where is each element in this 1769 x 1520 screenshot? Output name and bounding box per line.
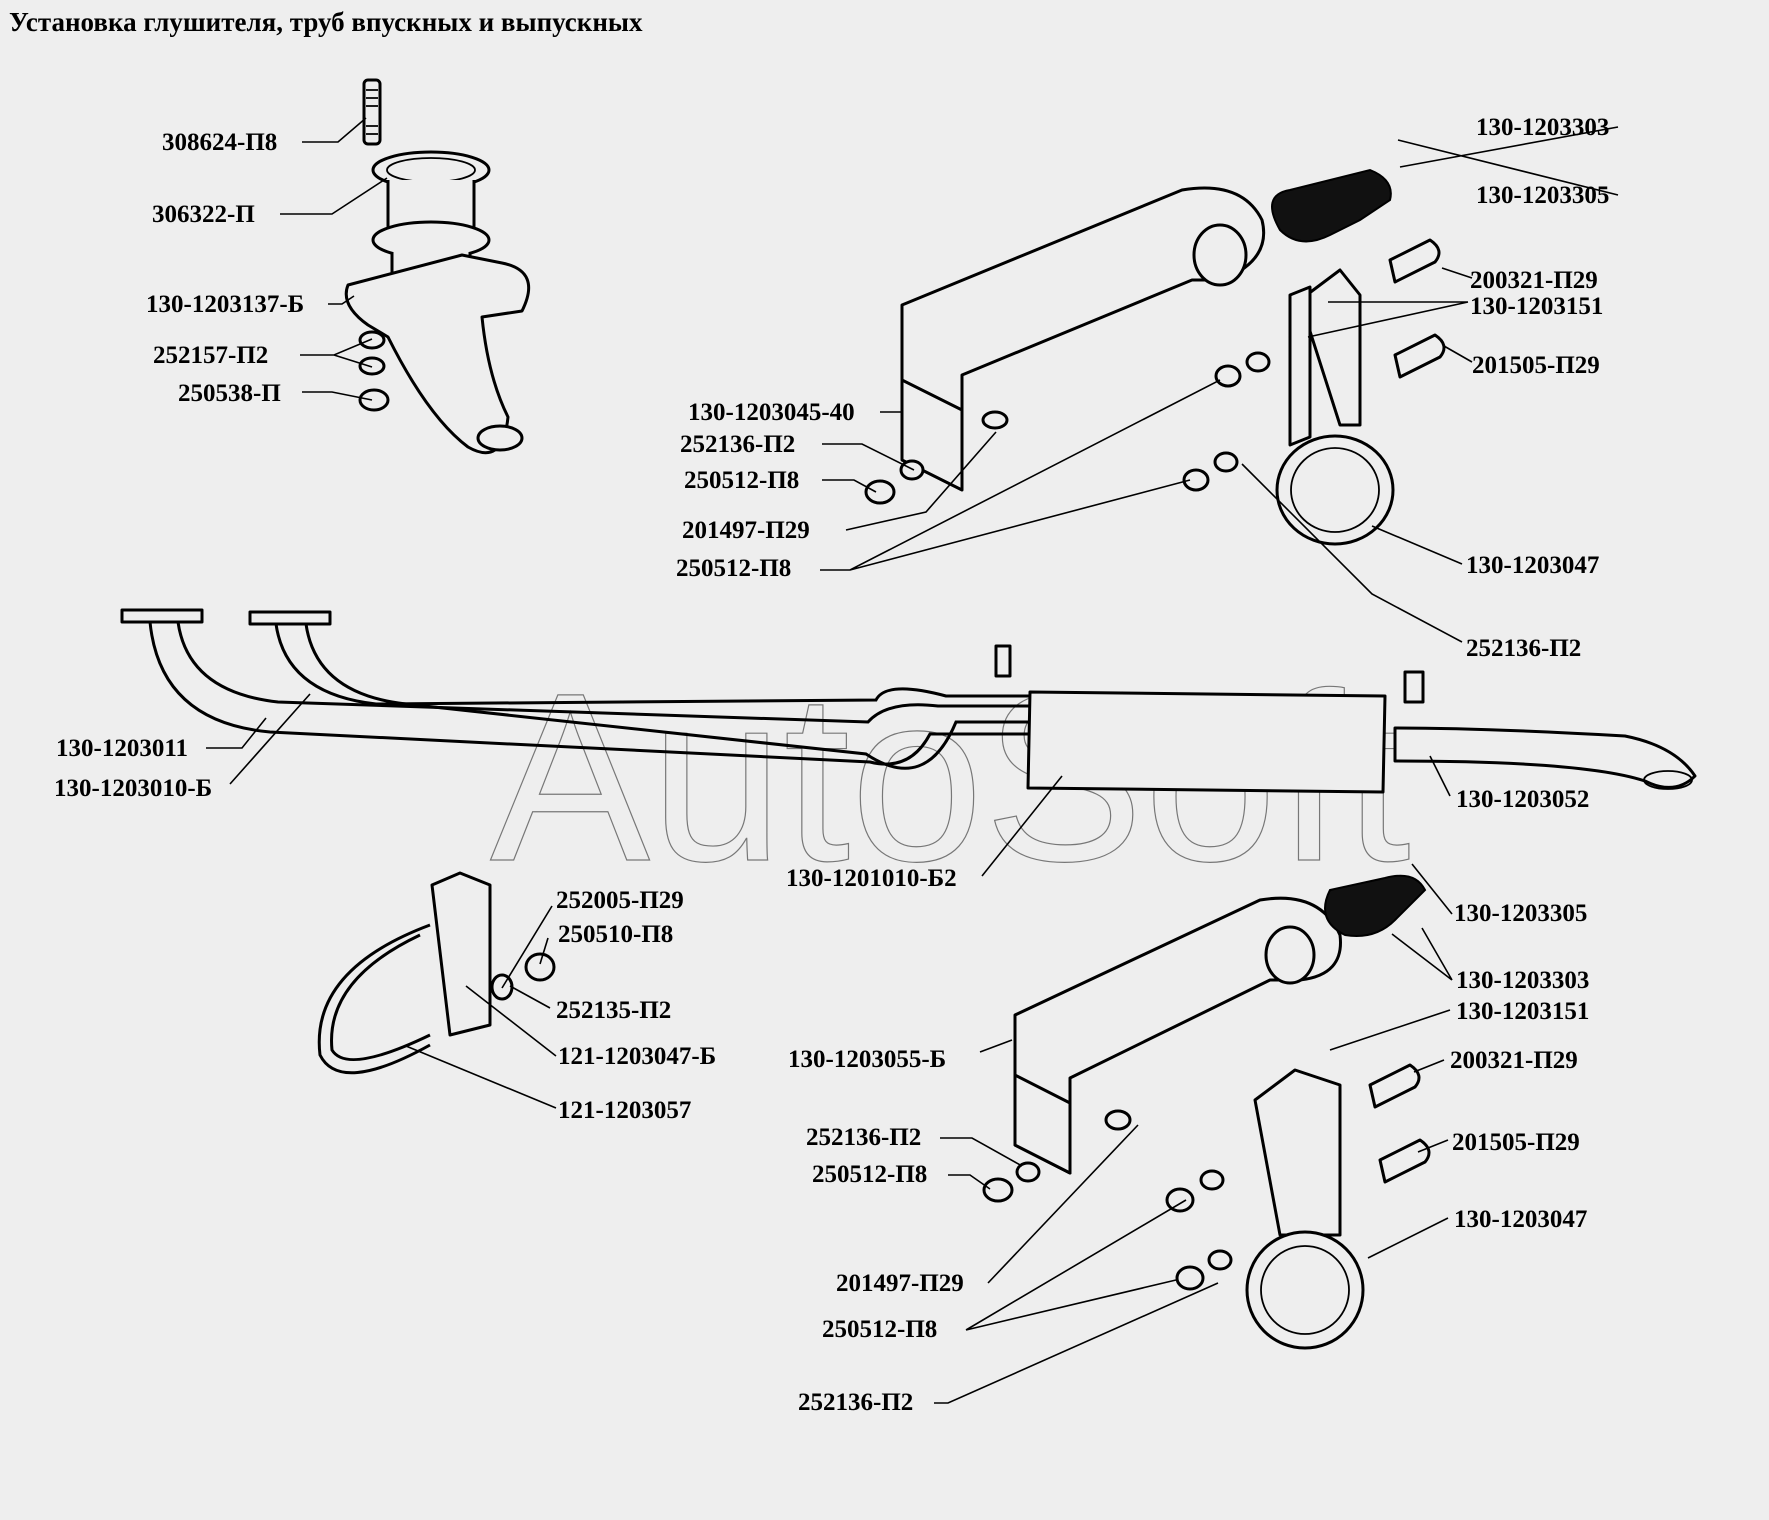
label-130-1203303-lower: 130-1203303 — [1456, 967, 1589, 994]
diagram-title: Установка глушителя, труб впускных и вып… — [9, 7, 643, 37]
lower-bolt-part — [1368, 1063, 1421, 1109]
label-130-1203052: 130-1203052 — [1456, 786, 1589, 813]
lower-bracket-assembly — [982, 874, 1431, 1350]
label-130-1203137-b: 130-1203137-Б — [146, 291, 304, 318]
label-130-1203055-b: 130-1203055-Б — [788, 1046, 946, 1073]
leader-lines — [206, 117, 1619, 1404]
upper-bracket-assembly — [864, 168, 1446, 546]
tailpipe-part — [1393, 726, 1697, 789]
label-201497-p29-upper: 201497-П29 — [682, 517, 810, 544]
label-130-1203305-lower: 130-1203305 — [1454, 900, 1587, 927]
label-130-1203303-upper: 130-1203303 — [1476, 114, 1609, 141]
label-121-1203057: 121-1203057 — [558, 1097, 691, 1124]
saddle-clamp-assembly — [317, 871, 556, 1075]
label-252136-p2-lower-a: 252136-П2 — [806, 1124, 921, 1151]
label-252005-p29: 252005-П29 — [556, 887, 684, 914]
muffler-part — [1026, 690, 1387, 794]
label-130-1203047-lower: 130-1203047 — [1454, 1206, 1587, 1233]
label-130-1201010-b2: 130-1201010-Б2 — [786, 865, 957, 892]
label-252136-p2-lower-b: 252136-П2 — [798, 1389, 913, 1416]
label-201505-p29-lower: 201505-П29 — [1452, 1129, 1580, 1156]
label-250512-p8-upper-b: 250512-П8 — [676, 555, 791, 582]
label-121-1203047-b: 121-1203047-Б — [558, 1043, 716, 1070]
exhaust-pipes-assembly — [120, 608, 1697, 794]
upper-clamp-part — [1275, 434, 1395, 546]
upper-bolt-part — [1388, 238, 1441, 284]
label-201497-p29-lower: 201497-П29 — [836, 1270, 964, 1297]
label-130-1203305-upper: 130-1203305 — [1476, 182, 1609, 209]
label-252136-p2-upper-b: 252136-П2 — [1466, 635, 1581, 662]
part-labels: 308624-П8 306322-П 130-1203137-Б 252157-… — [54, 114, 1609, 1416]
label-130-1203010-b: 130-1203010-Б — [54, 775, 212, 802]
upper-strap-part — [1298, 268, 1362, 427]
label-200321-p29-lower: 200321-П29 — [1450, 1047, 1578, 1074]
label-306322-p: 306322-П — [152, 201, 255, 228]
label-252135-p2: 252135-П2 — [556, 997, 671, 1024]
intake-pipe-part — [344, 253, 531, 455]
stud-part — [362, 78, 382, 146]
label-250510-p8: 250510-П8 — [558, 921, 673, 948]
label-130-1203045-40: 130-1203045-40 — [688, 399, 855, 426]
label-250512-p8-lower-b: 250512-П8 — [822, 1316, 937, 1343]
washer-part — [358, 356, 386, 376]
washer-part — [358, 330, 386, 350]
nut-part — [358, 388, 390, 412]
label-250512-p8-upper-a: 250512-П8 — [684, 467, 799, 494]
lower-bushing-part — [1324, 874, 1427, 937]
upper-bushing-part — [1271, 168, 1392, 243]
lower-strap-part — [1253, 1068, 1342, 1237]
lower-clamp-part — [1245, 1230, 1365, 1350]
label-130-1203047-upper: 130-1203047 — [1466, 552, 1599, 579]
label-252136-p2-upper-a: 252136-П2 — [680, 431, 795, 458]
label-250512-p8-lower-a: 250512-П8 — [812, 1161, 927, 1188]
label-130-1203011: 130-1203011 — [56, 735, 188, 762]
label-201505-p29-upper: 201505-П29 — [1472, 352, 1600, 379]
label-308624-p8: 308624-П8 — [162, 129, 277, 156]
label-130-1203151-lower: 130-1203151 — [1456, 998, 1589, 1025]
saddle-clamp-part — [430, 871, 492, 1037]
label-250538-p: 250538-П — [178, 380, 281, 407]
label-252157-p2: 252157-П2 — [153, 342, 268, 369]
label-200321-p29-upper: 200321-П29 — [1470, 267, 1598, 294]
intake-pipe-assembly — [344, 78, 531, 455]
label-130-1203151-upper: 130-1203151 — [1470, 293, 1603, 320]
